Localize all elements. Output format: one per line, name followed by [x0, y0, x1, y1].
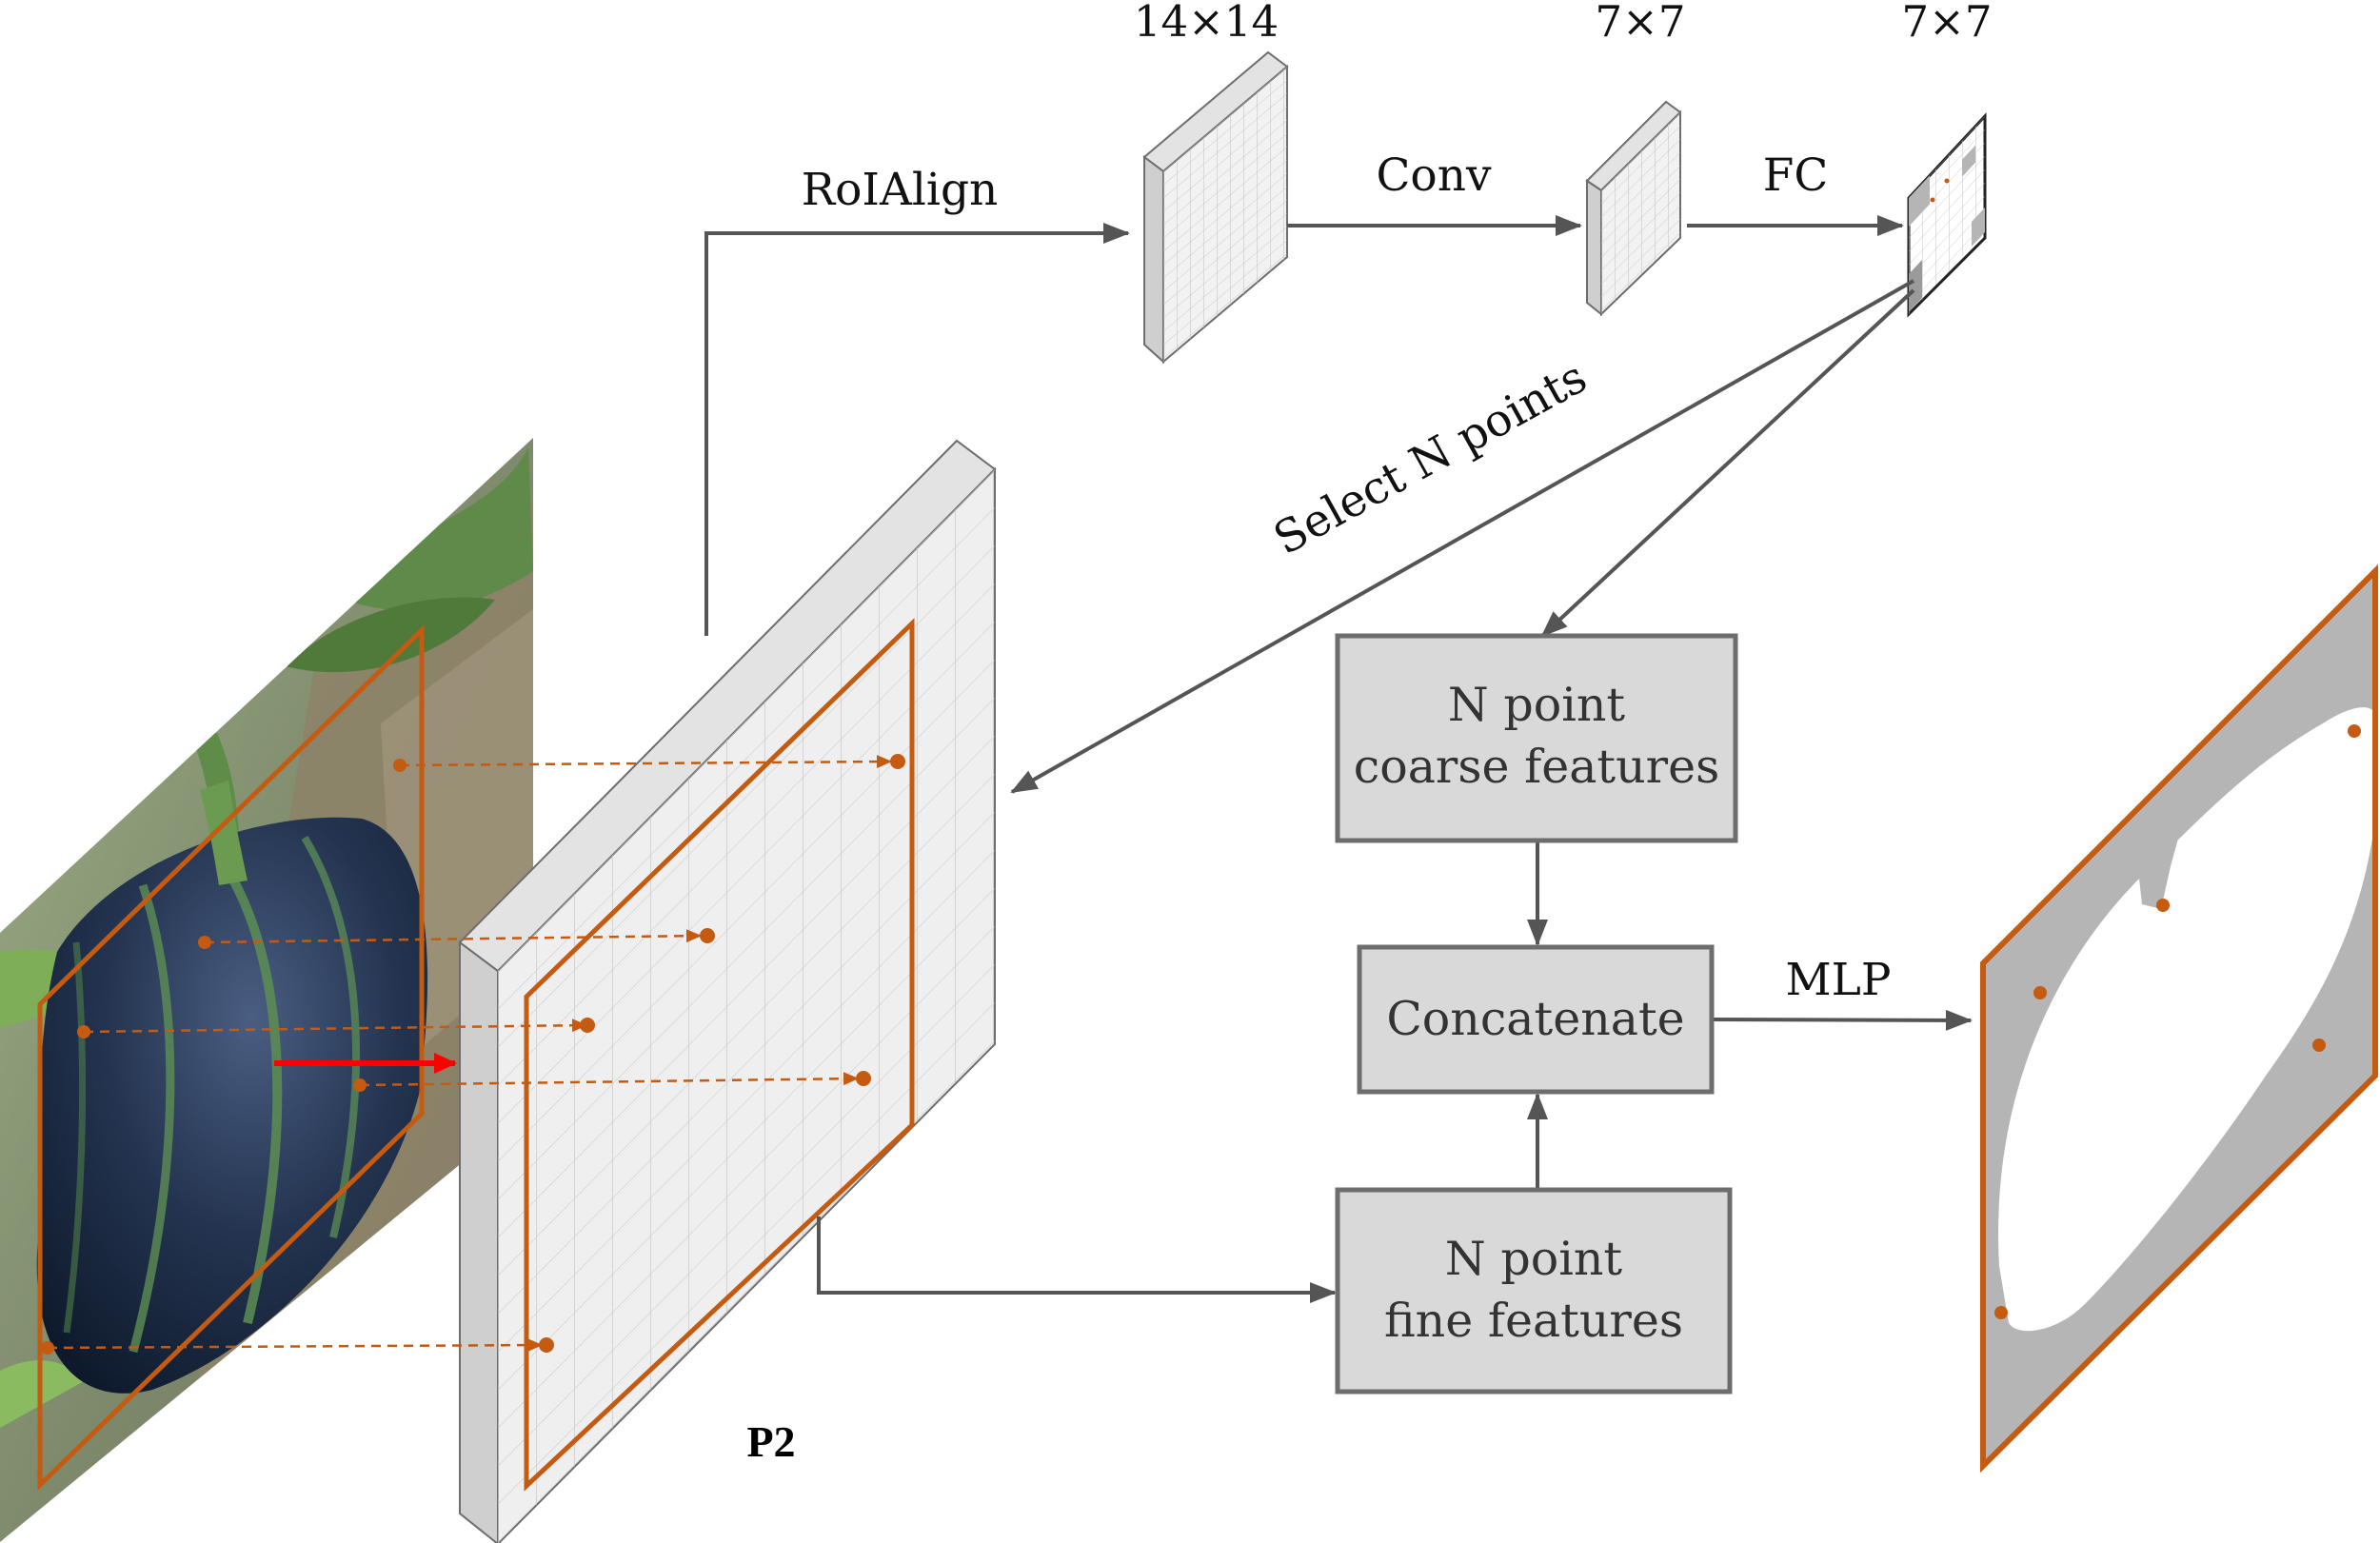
point-mappings: [47, 755, 892, 1353]
photo-roi-frame: [37, 624, 425, 1491]
concatenate-label: Concatenate: [1386, 992, 1684, 1046]
p2-roi-frame: [524, 618, 915, 1492]
coarse-line2: coarse features: [1354, 740, 1719, 794]
point-dots: [41, 754, 905, 1355]
roialign-label: RoIAlign: [802, 164, 999, 216]
roialign-arrow: [704, 223, 1130, 636]
p2-label: P2: [746, 1417, 795, 1466]
coarse-features-box: N point coarse features: [1335, 633, 1738, 843]
fc-label: FC: [1763, 149, 1829, 202]
fc-7x7-output: [1907, 112, 1987, 318]
fine-line2: fine features: [1384, 1294, 1683, 1348]
conv-label: Conv: [1376, 149, 1492, 202]
output-mask: [1980, 564, 2378, 1474]
p2-to-fine-arrow: [817, 1217, 1337, 1303]
arrows: [704, 215, 1973, 1303]
conv-7x7-block: [1585, 100, 1682, 317]
coarse-line1: N point: [1448, 678, 1626, 732]
concatenate-box: Concatenate: [1357, 944, 1715, 1095]
to-coarse-arrow: [1540, 288, 1915, 638]
roi-14x14-block: [1142, 50, 1289, 365]
pumpkin: [36, 781, 428, 1394]
select-points-arrow: [1010, 279, 1914, 794]
mask-frame: [1980, 564, 2378, 1474]
size-label-14x14: 14×14: [1134, 0, 1279, 47]
fine-features-box: N point fine features: [1335, 1187, 1733, 1395]
fine-line1: N point: [1445, 1232, 1623, 1286]
size-label-7x7-conv: 7×7: [1596, 0, 1686, 47]
p2-feature-map: [458, 439, 997, 1543]
mlp-arrow: [1713, 1009, 1973, 1031]
size-label-7x7-fc: 7×7: [1902, 0, 1993, 47]
input-photo: [0, 438, 533, 1542]
mlp-label: MLP: [1786, 954, 1892, 1006]
select-points-label: Select N points: [1265, 351, 1596, 565]
